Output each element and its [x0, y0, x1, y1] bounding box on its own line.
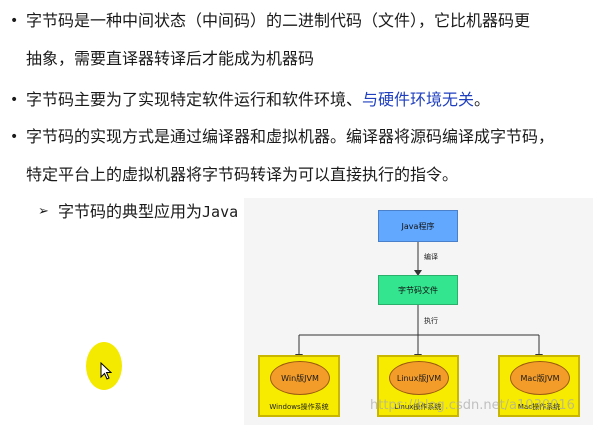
bullet-1-line-1: 字节码是一种中间状态（中间码）的二进制代码（文件），它比机器码更	[26, 11, 531, 30]
bullet-dot: •	[10, 13, 19, 29]
bullet-1-line-2: 抽象，需要直译器转译后才能成为机器码	[26, 49, 315, 68]
windows-jvm: Win版JVM	[270, 361, 330, 395]
bullet-2-highlight: 与硬件环境无关	[362, 90, 475, 109]
bullet-2-end: 。	[474, 90, 491, 109]
bullet-2: 字节码主要为了实现特定软件运行和软件环境、与硬件环境无关。	[26, 89, 490, 111]
bullet-2-text: 字节码主要为了实现特定软件运行和软件环境、	[26, 90, 363, 109]
linux-vm-frame: Linux版JVM Linux操作系统	[377, 355, 459, 417]
sub-bullet-text: 字节码的典型应用为	[58, 202, 203, 221]
linux-jvm: Linux版JVM	[389, 361, 449, 395]
execute-label: 执行	[424, 317, 438, 325]
jvm-diagram: Java程序 编译 字节码文件 执行 Win版JVM Windows操作系统 L…	[244, 198, 593, 425]
mouse-pointer-icon	[100, 362, 112, 380]
compile-label: 编译	[424, 253, 438, 261]
mac-jvm: Mac版JVM	[510, 361, 570, 395]
watermark: https://blog.csdn.net/a1030016	[370, 398, 575, 413]
linux-os-label: Linux操作系统	[394, 403, 442, 411]
bytecode-file-box: 字节码文件	[378, 275, 458, 305]
bullet-dot: •	[10, 129, 19, 145]
mac-vm-frame: Mac版JVM Mac操作系统	[498, 355, 580, 417]
bullet-3-line-1: 字节码的实现方式是通过编译器和虚拟机器。编译器将源码编译成字节码，	[26, 127, 555, 146]
arrow-bullet-icon: ➢	[38, 204, 49, 219]
bullet-3-line-2: 特定平台上的虚拟机器将字节码转译为可以直接执行的指令。	[26, 165, 459, 184]
windows-vm-frame: Win版JVM Windows操作系统	[258, 355, 340, 417]
bullet-dot: •	[10, 92, 19, 108]
mac-os-label: Mac操作系统	[517, 403, 561, 411]
windows-os-label: Windows操作系统	[269, 403, 329, 411]
java-program-box: Java程序	[378, 210, 458, 242]
